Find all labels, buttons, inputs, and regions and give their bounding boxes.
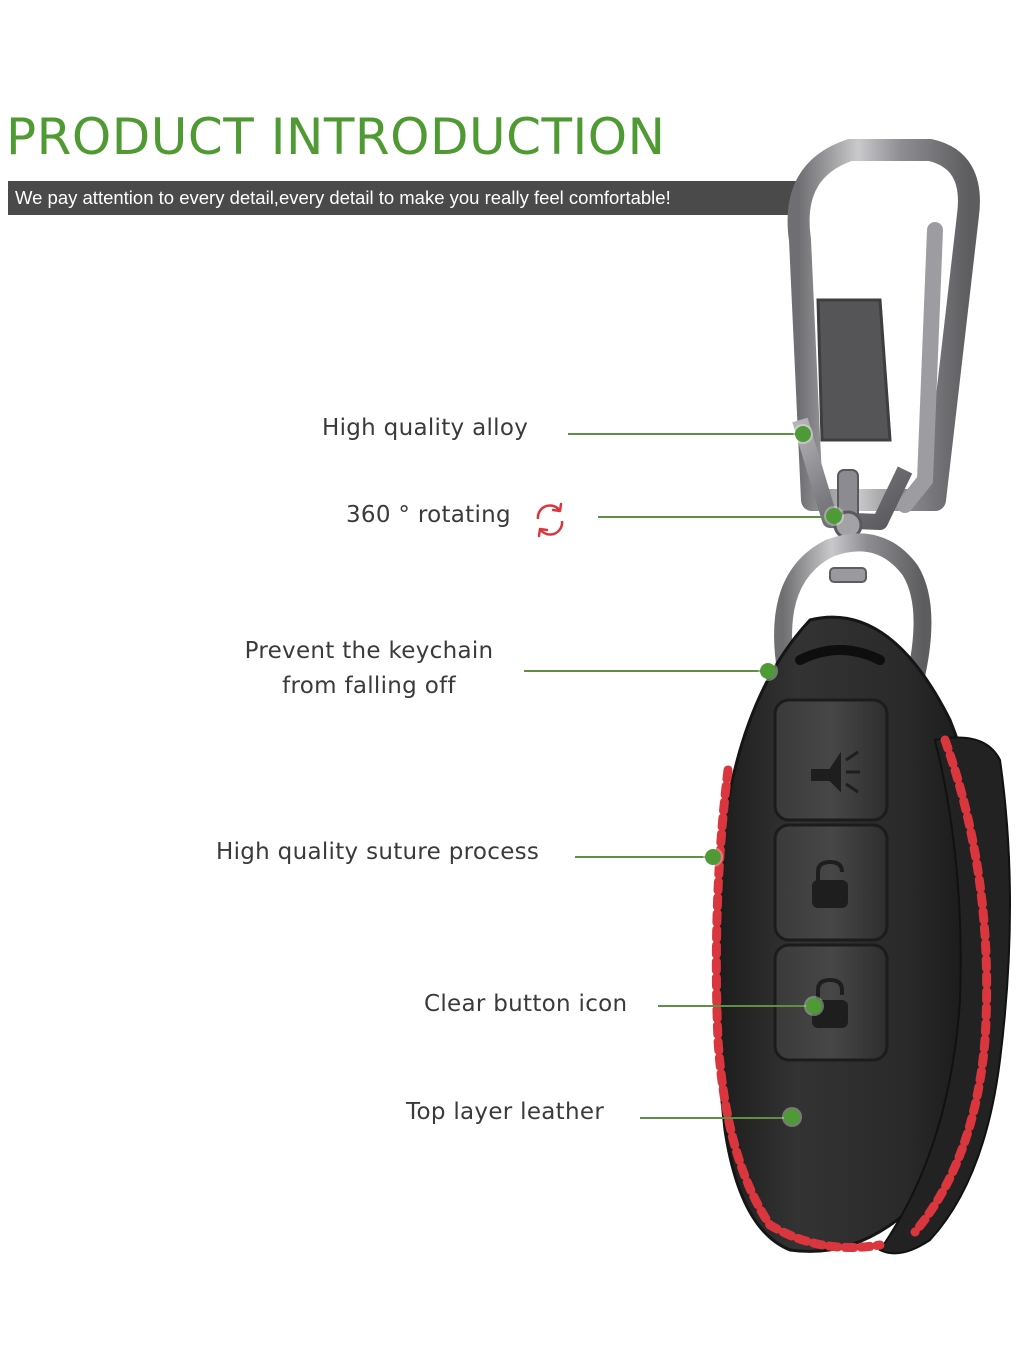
callout-rotating-leader	[598, 516, 834, 518]
swivel-loop	[774, 533, 932, 709]
unlock-icon	[812, 977, 848, 1028]
rotate-icon	[536, 502, 564, 538]
callout-button-icon-leader	[658, 1005, 812, 1007]
callout-suture-label: High quality suture process	[216, 839, 540, 865]
callout-leather-leader	[640, 1117, 788, 1119]
callout-keychain-marker	[760, 663, 776, 679]
callout-keychain-line2: from falling off	[282, 673, 456, 699]
callout-leather-label: Top layer leather	[406, 1099, 605, 1125]
callout-keychain-line1: Prevent the keychain	[244, 638, 494, 664]
callout-button-icon-marker	[806, 998, 822, 1014]
callout-suture-marker	[705, 849, 721, 865]
subtitle-banner: We pay attention to every detail,every d…	[8, 181, 796, 215]
callout-suture-leader	[575, 856, 711, 858]
lock-icon	[812, 859, 848, 908]
callout-leather-marker	[784, 1109, 800, 1125]
callout-alloy-label: High quality alloy	[322, 415, 529, 441]
callout-rotating-marker	[826, 508, 842, 524]
carabiner-clip	[787, 139, 980, 540]
page-title: PRODUCT INTRODUCTION	[6, 108, 666, 166]
callout-alloy-leader	[568, 433, 802, 435]
callout-alloy-marker	[795, 426, 811, 442]
panic-alarm-icon	[811, 750, 860, 794]
fob-button-panel	[773, 698, 889, 1062]
callout-button-icon-label: Clear button icon	[424, 991, 628, 1017]
callout-keychain-label: Prevent the keychain from falling off	[238, 634, 500, 704]
callout-rotating-label: 360 ° rotating	[346, 502, 511, 528]
callout-keychain-leader	[524, 670, 768, 672]
